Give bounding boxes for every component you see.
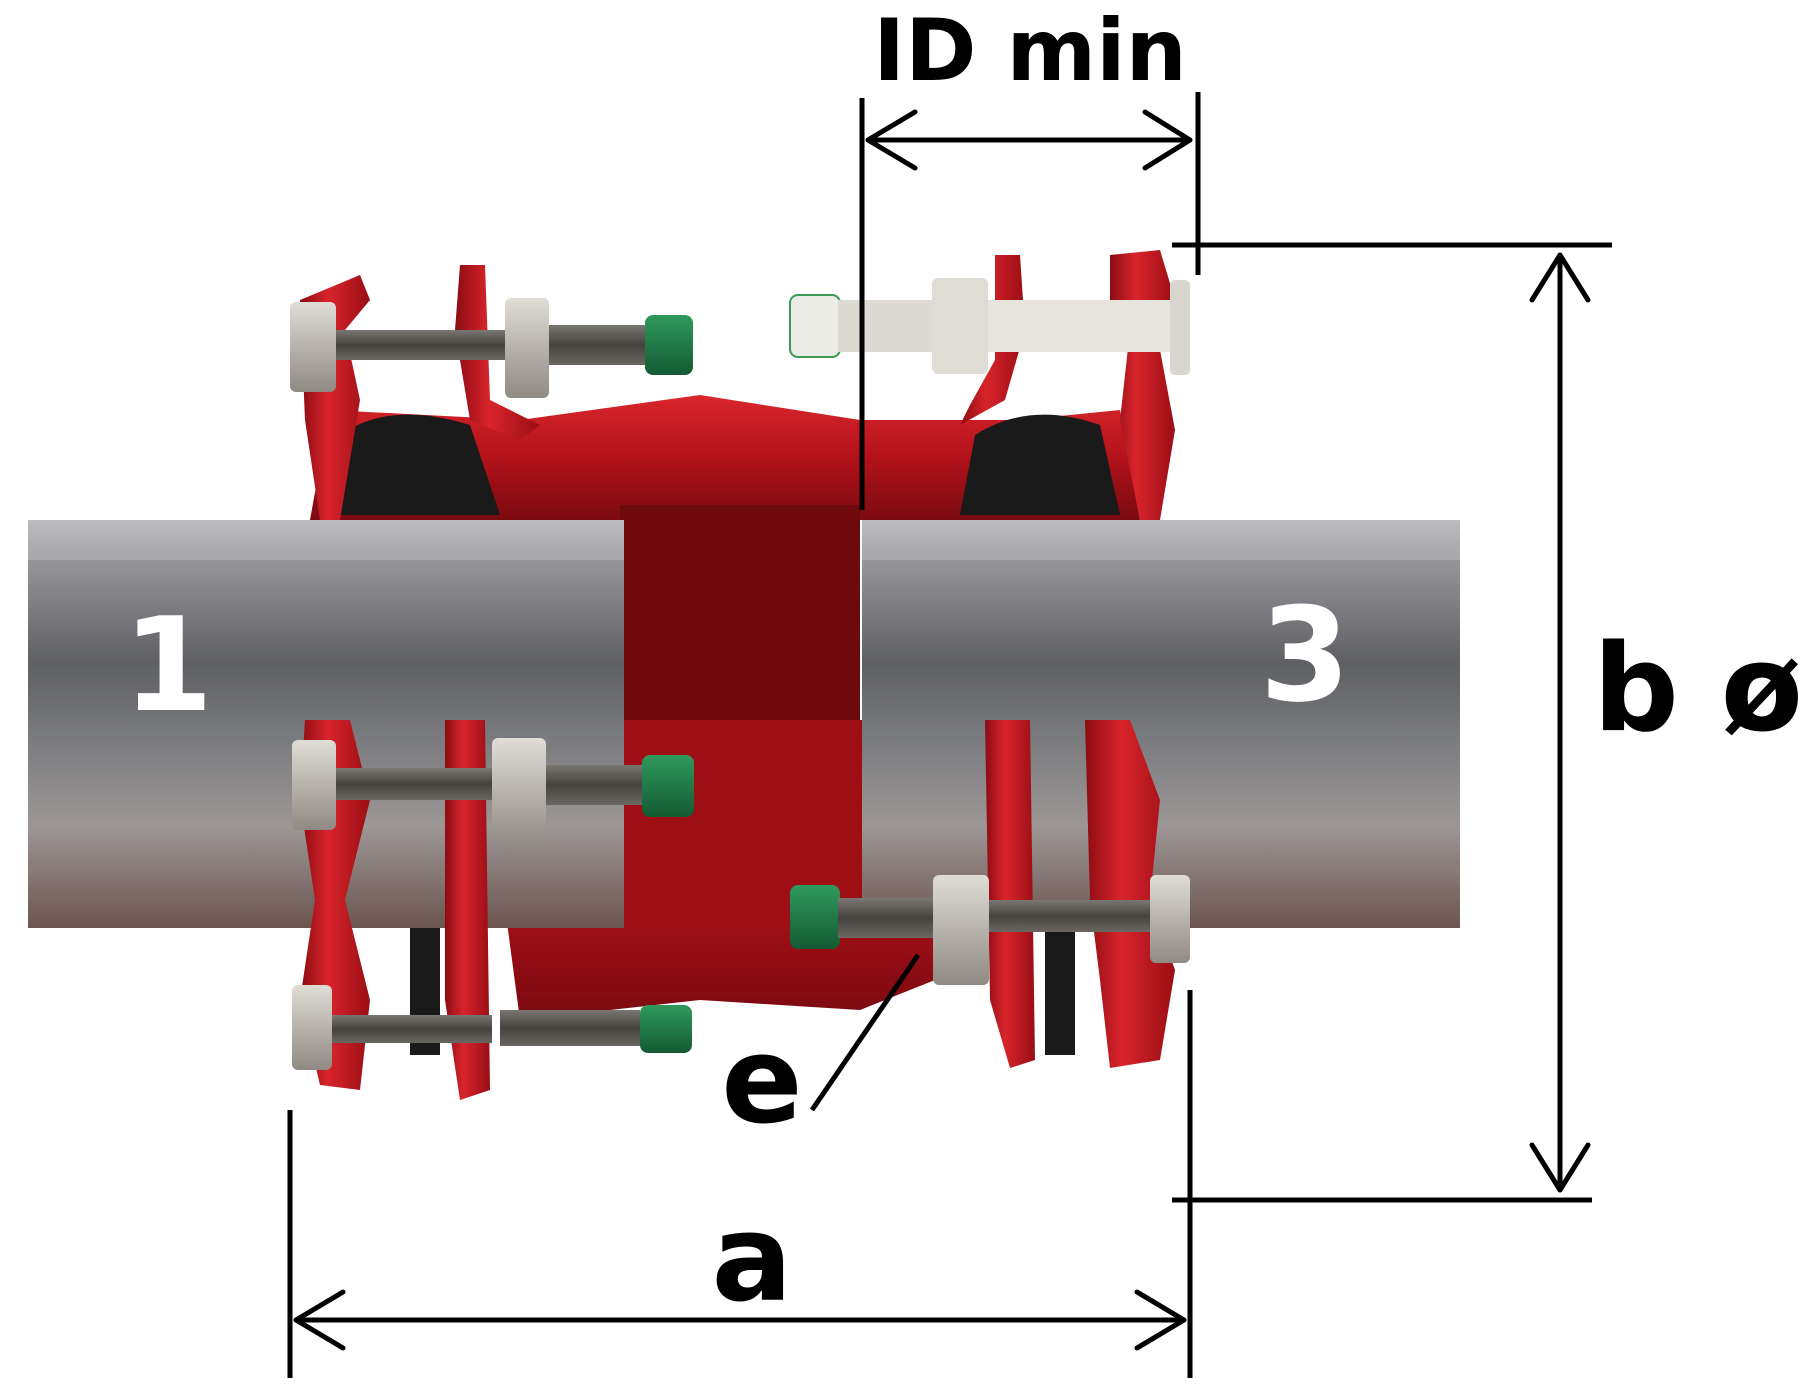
bolt-thread <box>838 898 938 938</box>
bolt-top-left <box>290 298 693 398</box>
b-arrow-top-icon <box>1529 252 1591 303</box>
bolt-thread-end <box>500 1010 640 1046</box>
label-e: e <box>721 1012 802 1151</box>
bolts <box>290 278 1190 1070</box>
bolt-thread <box>332 1015 492 1043</box>
flange-bottom-right-outer <box>1085 720 1175 1068</box>
a-arrow-right-icon <box>1134 1289 1187 1351</box>
b-arrow-bottom-icon <box>1529 1142 1591 1193</box>
label-a: a <box>712 1190 793 1329</box>
bolt-mid-left <box>292 738 694 846</box>
label-b-diameter: b ø <box>1593 620 1800 759</box>
pipe-right <box>862 520 1460 928</box>
bolt-head <box>290 302 336 392</box>
bolt-head <box>292 985 332 1070</box>
labels: ID min 1 3 b ø e a <box>123 1 1800 1329</box>
flange-top-right-inner <box>960 255 1025 425</box>
flange-top-left-inner <box>455 265 540 440</box>
bolt-tip-ghost-icon <box>789 294 841 358</box>
bolt-shaft-ghost <box>988 300 1188 352</box>
bolt-top-right <box>789 278 1190 375</box>
flange-bottom-right-inner <box>985 720 1035 1068</box>
bolt-thread-end <box>989 900 1169 932</box>
bolt-tip-green-icon <box>645 315 693 375</box>
bolt-tip-green-icon <box>642 755 694 817</box>
gasket-top-right <box>960 414 1120 515</box>
id-min-arrow-left-icon <box>865 109 918 171</box>
bolt-nut-ghost <box>932 278 988 374</box>
bolt-lower-mid <box>790 875 1190 985</box>
bolt-nut <box>492 738 546 846</box>
bolt-head-ghost <box>1170 280 1190 375</box>
bolt-thread-ghost <box>838 300 938 352</box>
bolt-head <box>1150 875 1190 963</box>
bolt-tip-green-icon <box>640 1005 692 1053</box>
pipe-left-top-edge <box>28 520 624 560</box>
gasket-top-left <box>335 414 500 515</box>
sleeve-inner-gap <box>620 505 860 725</box>
bolt-nut <box>505 298 549 398</box>
id-min-arrow-right-icon <box>1142 109 1193 171</box>
pipe-right-top-edge <box>862 520 1460 560</box>
bolt-tip-green-icon <box>790 885 840 949</box>
bolt-thread <box>336 330 516 360</box>
label-id-min: ID min <box>873 1 1187 101</box>
bolt-thread <box>336 768 496 800</box>
bolt-nut <box>933 875 989 985</box>
flange-bottom-left-inner <box>445 720 490 1100</box>
label-pipe-1: 1 <box>123 589 213 741</box>
bolt-head <box>292 740 336 830</box>
e-leader-line <box>809 953 921 1112</box>
bolt-thread-end <box>546 765 646 805</box>
bolt-thread-end <box>549 325 649 365</box>
label-pipe-3: 3 <box>1260 579 1350 731</box>
a-arrow-left-icon <box>293 1289 346 1351</box>
bolt-bottom-left <box>292 985 692 1070</box>
dimension-lines <box>287 92 1612 1378</box>
